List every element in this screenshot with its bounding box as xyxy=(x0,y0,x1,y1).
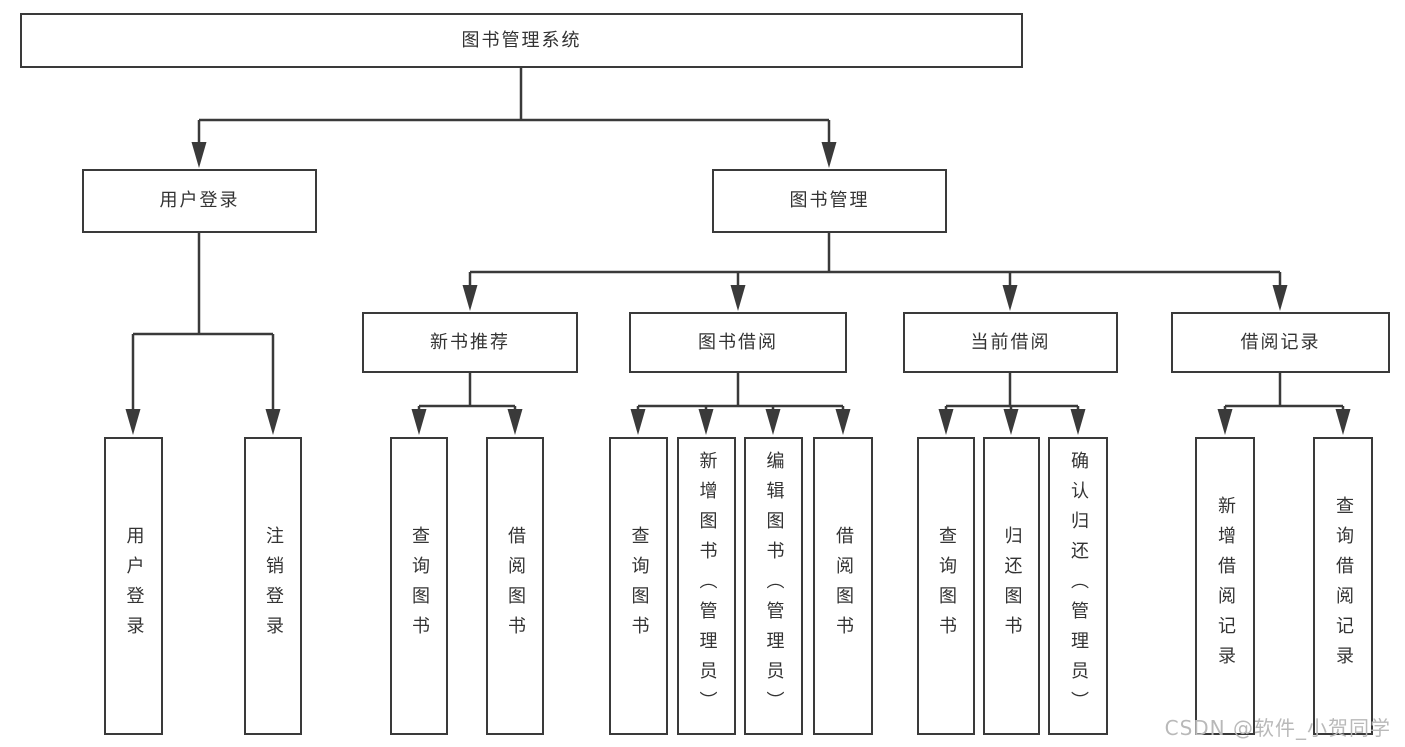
node-query-borrow-record: 查询借阅记录 xyxy=(1313,437,1373,735)
node-logout: 注销登录 xyxy=(244,437,302,735)
node-borrow-books: 借阅图书 xyxy=(486,437,544,735)
node-add-borrow-record: 新增借阅记录 xyxy=(1195,437,1255,735)
node-borrow-books: 借阅图书 xyxy=(813,437,873,735)
node-add-books-admin: 新增图书（管理员） xyxy=(677,437,736,735)
node-book-management-module: 图书管理 xyxy=(712,169,947,233)
node-edit-books-admin: 编辑图书（管理员） xyxy=(744,437,803,735)
node-borrowing-records: 借阅记录 xyxy=(1171,312,1390,373)
node-user-login-action: 用户登录 xyxy=(104,437,163,735)
arrowheads xyxy=(125,142,1351,435)
node-return-books: 归还图书 xyxy=(983,437,1040,735)
node-new-book-recommend: 新书推荐 xyxy=(362,312,578,373)
node-query-books: 查询图书 xyxy=(609,437,668,735)
node-query-books: 查询图书 xyxy=(390,437,448,735)
node-confirm-return-admin: 确认归还（管理员） xyxy=(1048,437,1108,735)
node-root-system: 图书管理系统 xyxy=(20,13,1023,68)
node-book-borrowing: 图书借阅 xyxy=(629,312,847,373)
node-query-books: 查询图书 xyxy=(917,437,975,735)
node-current-borrowing: 当前借阅 xyxy=(903,312,1118,373)
node-user-login-module: 用户登录 xyxy=(82,169,317,233)
